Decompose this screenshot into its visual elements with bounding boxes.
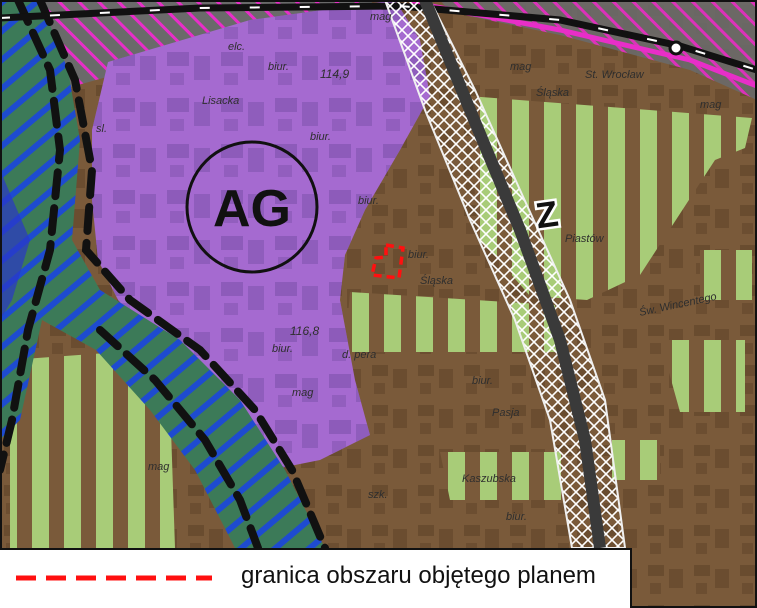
label-szk: szk. — [368, 489, 388, 501]
label-mag-sw: mag — [148, 461, 170, 473]
corridor-boundary-left — [0, 0, 65, 474]
label-st-wroclawska: St. Wrocław — [585, 69, 645, 81]
label-slaska: Śląska — [536, 86, 569, 99]
label-lisacka: Lisacka — [202, 95, 239, 107]
label-mag-east: mag — [700, 99, 722, 111]
corridor-boundary-right — [36, 0, 329, 552]
green-stripe-area-middle — [345, 292, 560, 352]
railway-line — [0, 2, 757, 74]
label-biur-sw: biur. — [506, 511, 527, 523]
label-elevation-2: 116,8 — [290, 324, 319, 338]
label-pasja: Pasja — [492, 407, 520, 419]
green-corridor — [0, 0, 325, 548]
green-stripe-area-east-1 — [660, 340, 745, 412]
label-biur-mid: biur. — [310, 131, 331, 143]
legend: granica obszaru objętego planem — [0, 548, 632, 608]
label-d-pera: d. pera — [342, 349, 376, 361]
label-mag-ag: mag — [292, 387, 314, 399]
label-biur-center: biur. — [408, 249, 429, 261]
label-mag-north: mag — [510, 61, 532, 73]
railway-zone-top-right — [440, 0, 757, 100]
green-stripe-area-southwest — [10, 352, 175, 548]
railway-station-icon — [668, 40, 684, 56]
plan-boundary — [369, 242, 405, 280]
green-stripe-area-east-3 — [700, 250, 752, 300]
label-biur-low: biur. — [272, 343, 293, 355]
label-biur-ag: biur. — [358, 195, 379, 207]
label-mag-top: mag — [370, 11, 392, 23]
legend-boundary-symbol — [16, 575, 212, 581]
label-kaszubska: Kaszubska — [462, 473, 516, 485]
legend-label: granica obszaru objętego planem — [241, 562, 596, 589]
label-elc: elc. — [228, 41, 245, 53]
ag-zone-circle — [185, 140, 319, 274]
label-piastow: Piastów — [565, 233, 605, 245]
label-elevation-1: 114,9 — [320, 67, 349, 81]
corridor-boundary-inner — [96, 326, 262, 552]
green-stripe-area-south — [440, 452, 570, 500]
label-biur-south: biur. — [472, 375, 493, 387]
green-stripe-area-east-2 — [612, 440, 660, 480]
ag-zone-symbol: AG — [213, 180, 291, 238]
diagonal-road-center — [419, 0, 606, 549]
label-biur-top: biur. — [268, 61, 289, 73]
label-sl: sl. — [96, 123, 107, 135]
label-slaska-2: Śląska — [420, 274, 453, 287]
